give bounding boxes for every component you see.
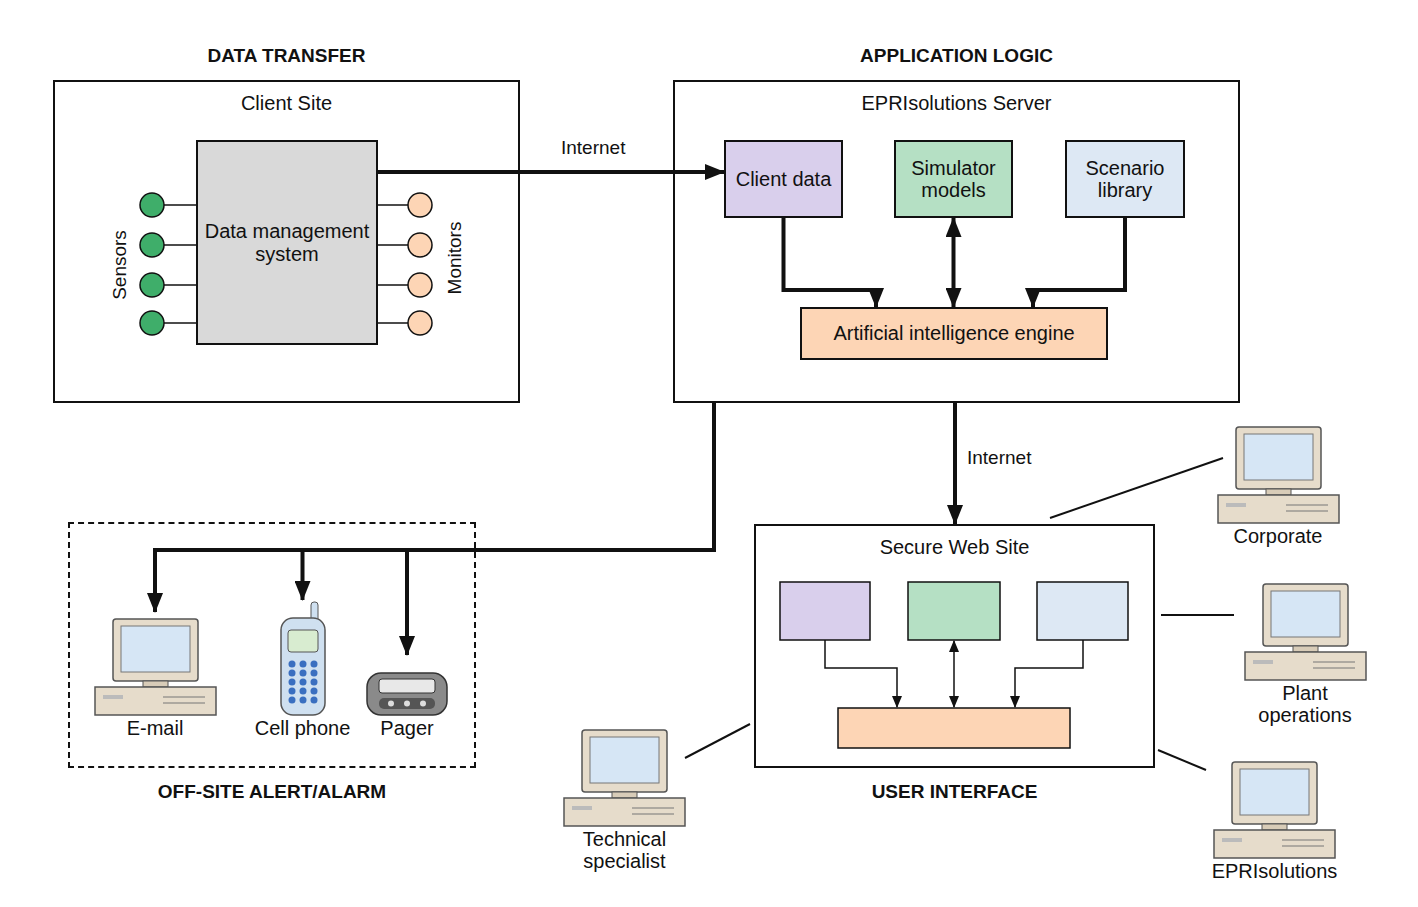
icon-area xyxy=(1240,582,1370,682)
icon-area xyxy=(1215,425,1341,525)
process-box: Scenario library xyxy=(1065,140,1185,218)
process-box: Simulator models xyxy=(894,140,1013,218)
computer-icon xyxy=(93,617,218,717)
sensor-symbols xyxy=(140,193,196,335)
frame-title: Secure Web Site xyxy=(756,536,1153,558)
frame-title: EPRIsolutions Server xyxy=(675,92,1238,114)
group-frame: Secure Web SiteUSER INTERFACE xyxy=(754,524,1155,768)
section-heading: OFF-SITE ALERT/ALARM xyxy=(158,781,386,802)
connector-label: Internet xyxy=(558,137,628,159)
group-frame: OFF-SITE ALERT/ALARME-mailCell phonePage… xyxy=(68,522,476,768)
terminal-device: Cell phone xyxy=(245,600,360,739)
device-label: Pager xyxy=(362,717,452,739)
terminal-device: Plant operations xyxy=(1240,582,1370,727)
computer-icon xyxy=(562,728,687,828)
section-heading: APPLICATION LOGIC xyxy=(860,45,1053,66)
icon-area xyxy=(552,728,697,828)
cell-phone-icon xyxy=(273,600,333,717)
section-heading: DATA TRANSFER xyxy=(208,45,366,66)
pager-icon xyxy=(365,669,449,717)
icon-area xyxy=(245,600,360,717)
group-frame: APPLICATION LOGICEPRIsolutions ServerCli… xyxy=(673,80,1240,403)
connector xyxy=(407,403,714,655)
computer-icon xyxy=(1243,582,1368,682)
connector xyxy=(1161,614,1234,616)
box-label: Scenario library xyxy=(1073,157,1177,202)
frame-title: Client Site xyxy=(55,92,518,114)
terminal-device: Corporate xyxy=(1215,425,1341,547)
device-label: Cell phone xyxy=(245,717,360,739)
web-site-miniature xyxy=(780,582,1128,748)
device-label: Corporate xyxy=(1215,525,1341,547)
box-label: Data management system xyxy=(204,220,370,265)
device-label: Plant operations xyxy=(1240,682,1370,727)
monitors-label: Monitors xyxy=(444,222,466,295)
connector xyxy=(1050,458,1223,518)
computer-icon xyxy=(1212,760,1337,860)
device-label: E-mail xyxy=(90,717,220,739)
process-box: Artificial intelligence engine xyxy=(800,307,1108,360)
connector xyxy=(685,724,750,758)
terminal-device: Technical specialist xyxy=(552,728,697,873)
terminal-device: Pager xyxy=(362,655,452,739)
connector xyxy=(953,403,957,524)
device-label: EPRIsolutions xyxy=(1202,860,1347,882)
connector xyxy=(1033,218,1125,307)
box-label: Client data xyxy=(736,168,832,190)
icon-area xyxy=(1202,760,1347,860)
process-box: Client data xyxy=(724,140,843,218)
device-label: Technical specialist xyxy=(552,828,697,873)
connector xyxy=(1158,750,1206,770)
connector-label: Internet xyxy=(964,447,1034,469)
process-box: Data management system xyxy=(196,140,378,345)
connector xyxy=(784,218,877,307)
icon-area xyxy=(90,612,220,717)
computer-icon xyxy=(1216,425,1341,525)
box-label: Artificial intelligence engine xyxy=(833,322,1074,344)
sensors-label: Sensors xyxy=(109,230,131,300)
icon-area xyxy=(362,655,452,717)
terminal-device: E-mail xyxy=(90,612,220,739)
connector xyxy=(303,403,715,600)
connector xyxy=(155,403,714,612)
monitor-symbols xyxy=(378,193,432,335)
terminal-device: EPRIsolutions xyxy=(1202,760,1347,882)
connector xyxy=(952,218,956,307)
section-heading: USER INTERFACE xyxy=(872,781,1038,802)
box-label: Simulator models xyxy=(902,157,1005,202)
